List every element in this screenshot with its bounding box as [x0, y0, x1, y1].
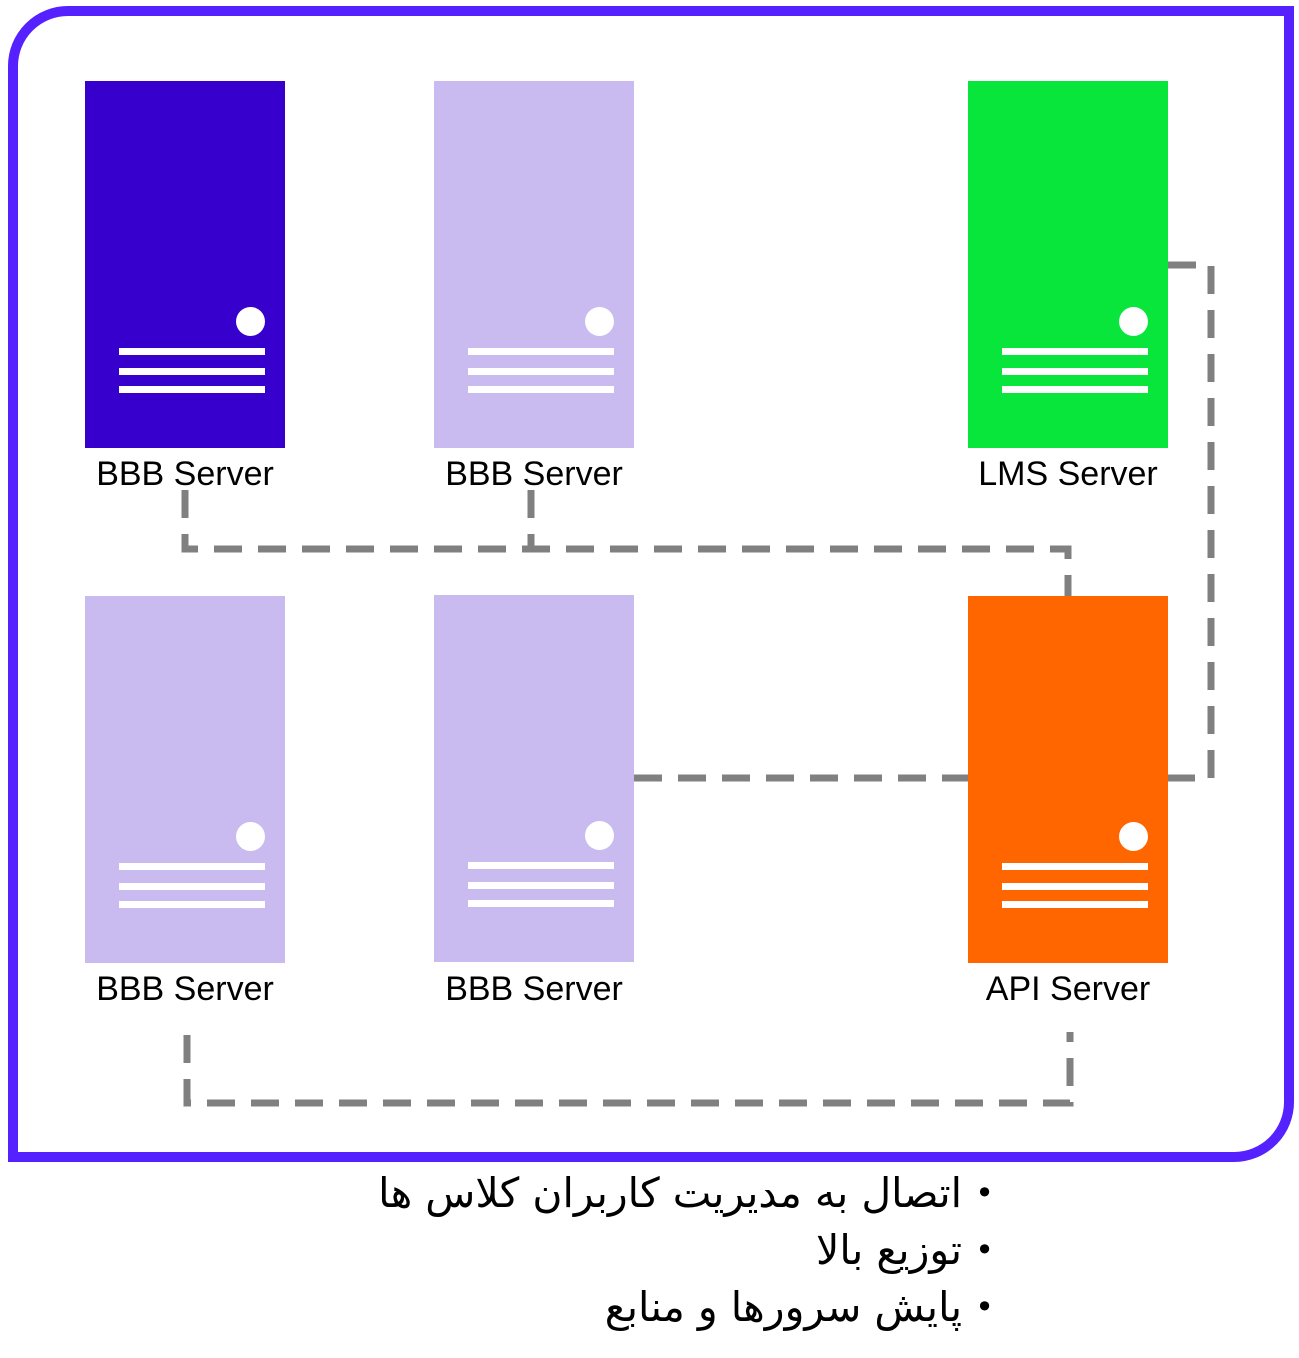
connector-bbb3-api [183, 1032, 1074, 1107]
status-led-icon [1119, 307, 1148, 336]
server-slot [1002, 386, 1148, 393]
server-slot [1002, 883, 1148, 890]
server-slot [468, 862, 614, 869]
feature-item: پایش سرورها و منابع [378, 1279, 994, 1336]
server-slot [468, 900, 614, 907]
feature-item: اتصال به مدیریت کاربران کلاس ها [378, 1165, 994, 1222]
server-bbb [434, 595, 634, 962]
server-bbb-primary [85, 81, 285, 448]
server-slot [119, 368, 265, 375]
server-label: BBB Server [445, 455, 623, 493]
server-bbb [85, 596, 285, 963]
status-led-icon [1119, 822, 1148, 851]
status-led-icon [585, 821, 614, 850]
server-api [968, 596, 1168, 963]
status-led-icon [585, 307, 614, 336]
server-slot [119, 348, 265, 355]
server-lms [968, 81, 1168, 448]
server-label: API Server [985, 970, 1151, 1008]
server-slot [1002, 368, 1148, 375]
server-slot [119, 863, 265, 870]
server-label: LMS Server [978, 455, 1158, 493]
server-slot [1002, 348, 1148, 355]
server-label: BBB Server [96, 970, 274, 1008]
server-label: BBB Server [445, 970, 623, 1008]
status-led-icon [236, 822, 265, 851]
connector-bbb1-api [181, 490, 1072, 596]
server-slot [1002, 901, 1148, 908]
server-slot [468, 348, 614, 355]
feature-item: توزیع بالا [378, 1222, 994, 1279]
server-slot [1002, 863, 1148, 870]
server-label: BBB Server [96, 455, 274, 493]
feature-list: اتصال به مدیریت کاربران کلاس ها توزیع با… [378, 1165, 994, 1336]
status-led-icon [236, 307, 265, 336]
connector-lms-api [1168, 261, 1215, 782]
server-slot [468, 882, 614, 889]
server-bbb [434, 81, 634, 448]
server-slot [468, 386, 614, 393]
server-slot [119, 901, 265, 908]
server-slot [119, 883, 265, 890]
server-slot [119, 386, 265, 393]
server-slot [468, 368, 614, 375]
diagram-frame [8, 6, 1294, 1162]
